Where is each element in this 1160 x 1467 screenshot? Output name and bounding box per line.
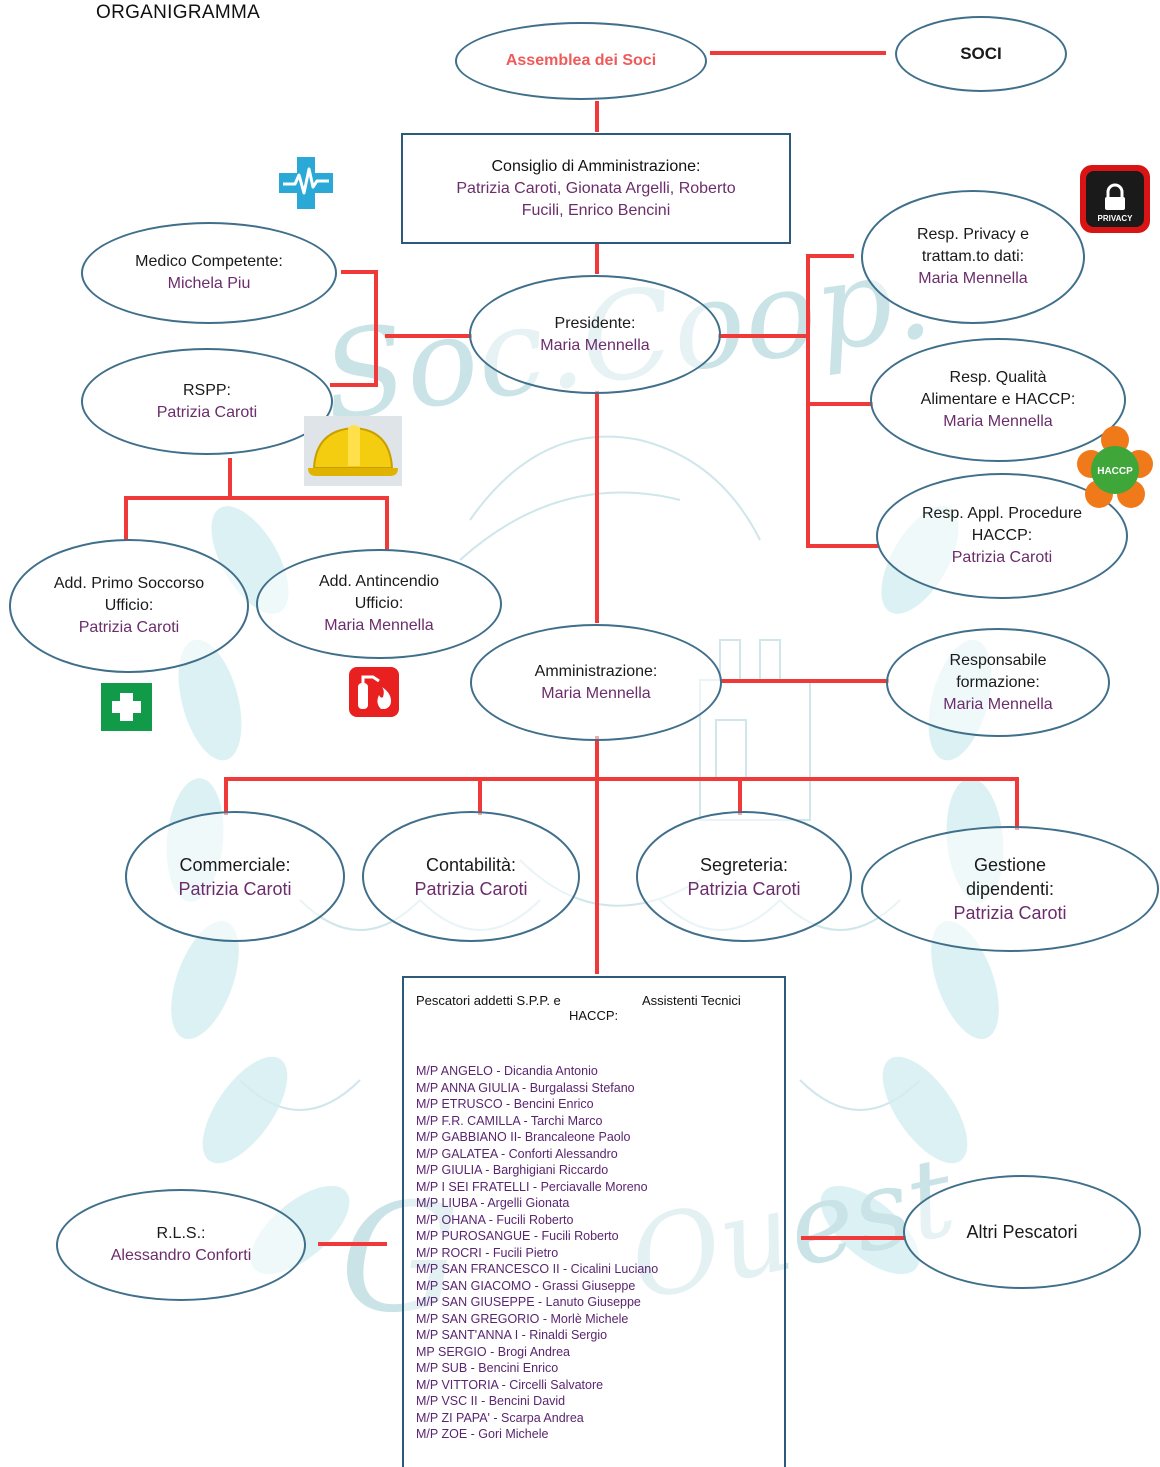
segreteria-node: Segreteria: Patrizia Caroti — [636, 811, 852, 942]
formazione-role-2: formazione: — [956, 673, 1040, 691]
gestione-role-2: dipendenti: — [965, 879, 1055, 899]
first-aid-icon — [101, 683, 152, 731]
list-item: M/P SAN GREGORIO - Morlè Michele — [416, 1311, 629, 1326]
fire-extinguisher-icon — [349, 667, 399, 717]
gestione-name: Patrizia Caroti — [953, 903, 1067, 923]
list-item: M/P SUB - Bencini Enrico — [416, 1361, 559, 1375]
privacy-node: Resp. Privacy e trattam.to dati: Maria M… — [861, 190, 1085, 324]
consiglio-heading: Consiglio di Amministrazione: — [491, 157, 701, 175]
rspp-name: Patrizia Caroti — [156, 403, 258, 421]
list-item: M/P OHANA - Fucili Roberto — [416, 1212, 574, 1227]
formazione-name: Maria Mennella — [943, 695, 1053, 713]
list-item: M/P ZI PAPA' - Scarpa Andrea — [416, 1410, 584, 1425]
privacy-role-1: Resp. Privacy e — [916, 226, 1030, 243]
procedure-role-1: Resp. Appl. Procedure — [921, 505, 1083, 522]
haccp-wheel-icon: HACCP — [1077, 426, 1153, 508]
altri-pescatori-node: Altri Pescatori — [903, 1175, 1141, 1289]
primo-soccorso-name: Patrizia Caroti — [78, 619, 180, 636]
segreteria-name: Patrizia Caroti — [687, 878, 801, 899]
medico-name: Michela Piu — [167, 275, 251, 292]
list-item: M/P ZOE - Gori Michele — [416, 1427, 549, 1441]
rls-name: Alessandro Conforti — [110, 1247, 252, 1264]
amministrazione-name: Maria Mennella — [541, 684, 651, 702]
rls-role: R.L.S.: — [156, 1225, 206, 1242]
antincendio-node: Add. Antincendio Ufficio: Maria Mennella — [256, 549, 502, 659]
list-item: M/P GIULIA - Barghigiani Riccardo — [416, 1163, 609, 1177]
antincendio-role-1: Add. Antincendio — [318, 573, 440, 590]
amministrazione-node: Amministrazione: Maria Mennella — [470, 624, 722, 741]
list-item: M/P VSC II - Bencini David — [416, 1394, 566, 1408]
procedure-role-2: HACCP: — [971, 527, 1033, 544]
soci-node: SOCI — [895, 16, 1067, 92]
safety-helmet-icon — [304, 416, 402, 486]
presidente-name: Maria Mennella — [540, 336, 650, 354]
primo-soccorso-role-1: Add. Primo Soccorso — [53, 575, 205, 592]
segreteria-role: Segreteria: — [699, 854, 789, 875]
qualita-role-1: Resp. Qualità — [949, 369, 1047, 386]
commerciale-name: Patrizia Caroti — [178, 878, 292, 899]
privacy-name: Maria Mennella — [918, 270, 1028, 287]
medico-role: Medico Competente: — [135, 253, 283, 270]
list-item: M/P LIUBA - Argelli Gionata — [416, 1196, 570, 1210]
pescatori-box: Pescatori addetti S.P.P. e Assistenti Te… — [402, 976, 786, 1467]
rls-node: R.L.S.: Alessandro Conforti — [56, 1189, 306, 1301]
list-item: M/P SAN FRANCESCO II - Cicalini Luciano — [416, 1262, 659, 1276]
assemblea-soci-node: Assemblea dei Soci — [455, 22, 707, 100]
consiglio-line-1: Patrizia Caroti, Gionata Argelli, Robert… — [456, 179, 736, 197]
altri-pescatori-label: Altri Pescatori — [966, 1222, 1078, 1242]
svg-text:HACCP: HACCP — [1097, 466, 1133, 477]
antincendio-role-2: Ufficio: — [354, 595, 404, 612]
list-item: M/P GALATEA - Conforti Alessandro — [416, 1146, 618, 1161]
list-item: MP SERGIO - Brogi Andrea — [416, 1344, 570, 1359]
rspp-node: RSPP: Patrizia Caroti — [81, 348, 333, 455]
formazione-node: Responsabile formazione: Maria Mennella — [886, 628, 1110, 737]
primo-soccorso-node: Add. Primo Soccorso Ufficio: Patrizia Ca… — [9, 539, 249, 673]
formazione-role-1: Responsabile — [949, 651, 1047, 669]
list-item: M/P ROCRI - Fucili Pietro — [416, 1245, 559, 1260]
privacy-lock-icon: PRIVACY — [1080, 165, 1150, 233]
privacy-role-2: trattam.to dati: — [921, 248, 1025, 265]
amministrazione-role: Amministrazione: — [534, 662, 658, 680]
list-item: M/P PUROSANGUE - Fucili Roberto — [416, 1229, 619, 1243]
list-item: M/P I SEI FRATELLI - Perciavalle Moreno — [416, 1179, 648, 1194]
list-item: M/P ANNA GIULIA - Burgalassi Stefano — [416, 1080, 635, 1095]
list-item: M/P F.R. CAMILLA - Tarchi Marco — [416, 1113, 603, 1128]
consiglio-line-2: Fucili, Enrico Bencini — [521, 201, 671, 219]
procedure-name: Patrizia Caroti — [951, 549, 1053, 566]
presidente-role: Presidente: — [554, 314, 636, 332]
assemblea-label: Assemblea dei Soci — [505, 52, 657, 69]
chart-title: ORGANIGRAMMA — [96, 2, 261, 23]
list-item: M/P SAN GIUSEPPE - Lanuto Giuseppe — [416, 1295, 641, 1309]
gestione-node: Gestione dipendenti: Patrizia Caroti — [861, 826, 1159, 952]
qualita-name: Maria Mennella — [943, 413, 1053, 430]
medico-node: Medico Competente: Michela Piu — [81, 222, 337, 324]
medical-cross-icon — [279, 157, 333, 209]
list-item: M/P SAN GIACOMO - Grassi Giuseppe — [416, 1278, 636, 1293]
list-item: M/P SANT'ANNA I - Rinaldi Sergio — [416, 1328, 608, 1342]
commerciale-role: Commerciale: — [179, 854, 291, 875]
svg-text:PRIVACY: PRIVACY — [1098, 214, 1134, 223]
commerciale-node: Commerciale: Patrizia Caroti — [125, 811, 345, 942]
primo-soccorso-role-2: Ufficio: — [104, 597, 154, 614]
pescatori-heading-a: Pescatori addetti S.P.P. e — [416, 993, 561, 1008]
pescatori-heading-c: HACCP: — [569, 1008, 619, 1023]
consiglio-box: Consiglio di Amministrazione: Patrizia C… — [401, 133, 791, 244]
qualita-role-2: Alimentare e HACCP: — [920, 391, 1076, 408]
list-item: M/P ANGELO - Dicandia Antonio — [416, 1064, 598, 1078]
soci-label: SOCI — [960, 44, 1002, 63]
contabilita-node: Contabilità: Patrizia Caroti — [362, 811, 580, 942]
pescatori-heading-b: Assistenti Tecnici — [642, 993, 741, 1008]
contabilita-name: Patrizia Caroti — [414, 878, 528, 899]
list-item: M/P GABBIANO II- Brancaleone Paolo — [416, 1130, 631, 1144]
rspp-role: RSPP: — [182, 381, 231, 399]
contabilita-role: Contabilità: — [425, 854, 517, 875]
list-item: M/P VITTORIA - Circelli Salvatore — [416, 1377, 604, 1392]
antincendio-name: Maria Mennella — [324, 617, 434, 634]
qualita-node: Resp. Qualità Alimentare e HACCP: Maria … — [870, 338, 1126, 462]
list-item: M/P ETRUSCO - Bencini Enrico — [416, 1097, 594, 1111]
gestione-role-1: Gestione — [973, 855, 1047, 875]
presidente-node: Presidente: Maria Mennella — [469, 275, 721, 394]
pescatori-list: M/P ANGELO - Dicandia Antonio M/P ANNA G… — [416, 1063, 658, 1443]
